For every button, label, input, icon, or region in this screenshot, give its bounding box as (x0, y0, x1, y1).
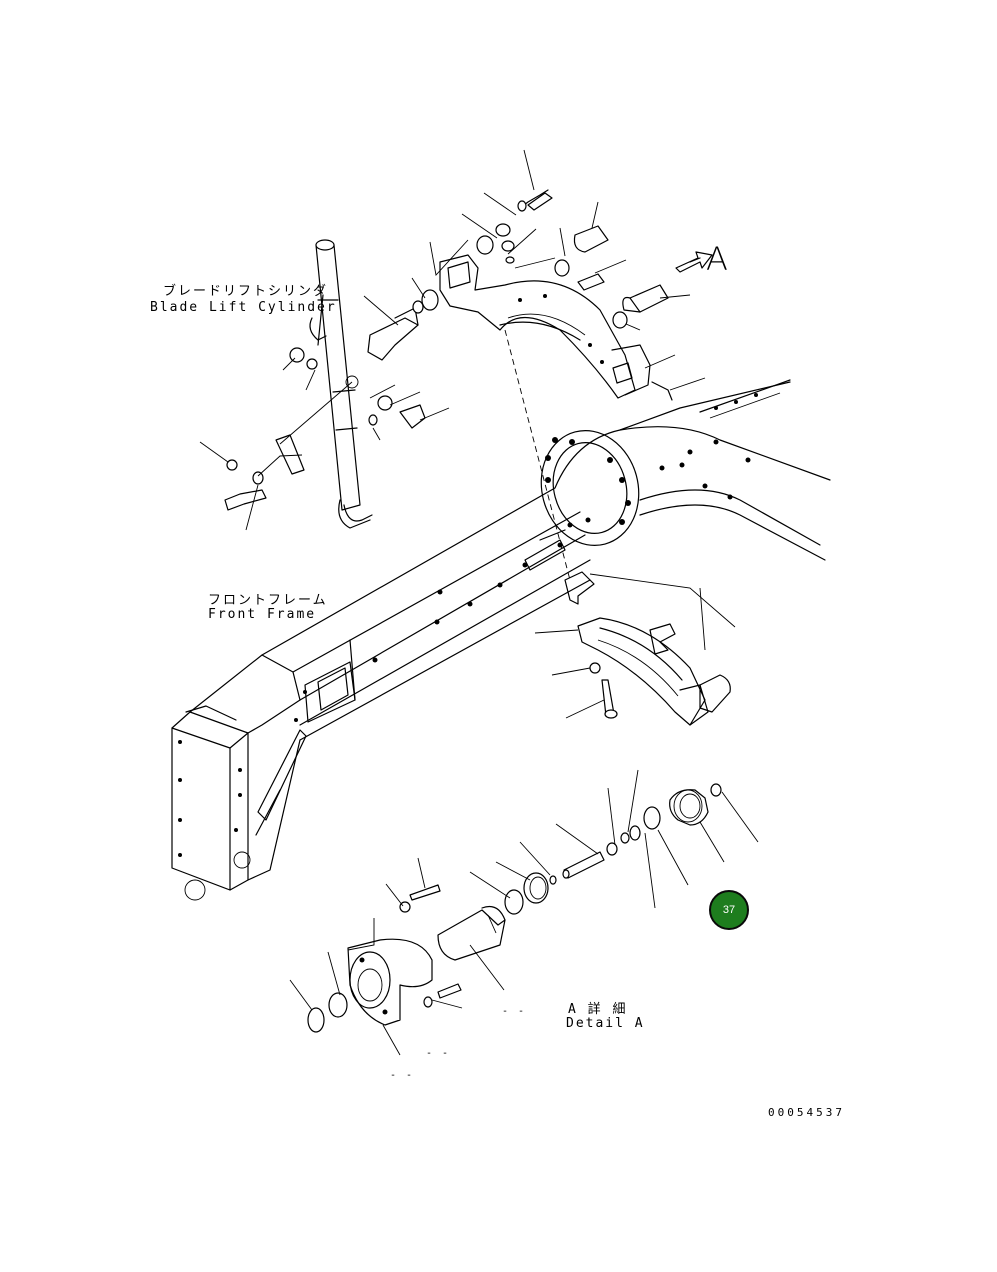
view-arrow-label: A (706, 240, 728, 278)
callout-badge-number: 37 (722, 904, 736, 916)
detail-a-label-jp: A 詳 細 (568, 1002, 628, 1017)
blade-lift-cylinder (309, 239, 373, 529)
front-frame-label-jp: フロントフレーム (208, 593, 328, 608)
drawing-number: 00054537 (768, 1106, 845, 1119)
dash-mark-1: - - (502, 1006, 527, 1017)
front-frame-label-en: Front Frame (208, 607, 317, 622)
dash-mark-3: - - (390, 1070, 415, 1081)
blade-lift-cylinder-label-en: Blade Lift Cylinder (150, 300, 337, 315)
callout-badge-37[interactable]: 37 (709, 890, 749, 930)
detail-a-label-en: Detail A (566, 1016, 645, 1031)
blade-lift-cylinder-label-jp: ブレードリフトシリンダ (163, 284, 329, 299)
upper-pivot-assembly (224, 189, 713, 511)
lower-mount-assembly (534, 571, 736, 726)
front-frame (171, 379, 831, 901)
detail-a-assembly (289, 769, 759, 1056)
leader-lines-upper (199, 149, 706, 581)
dash-mark-2: - - (426, 1048, 451, 1059)
